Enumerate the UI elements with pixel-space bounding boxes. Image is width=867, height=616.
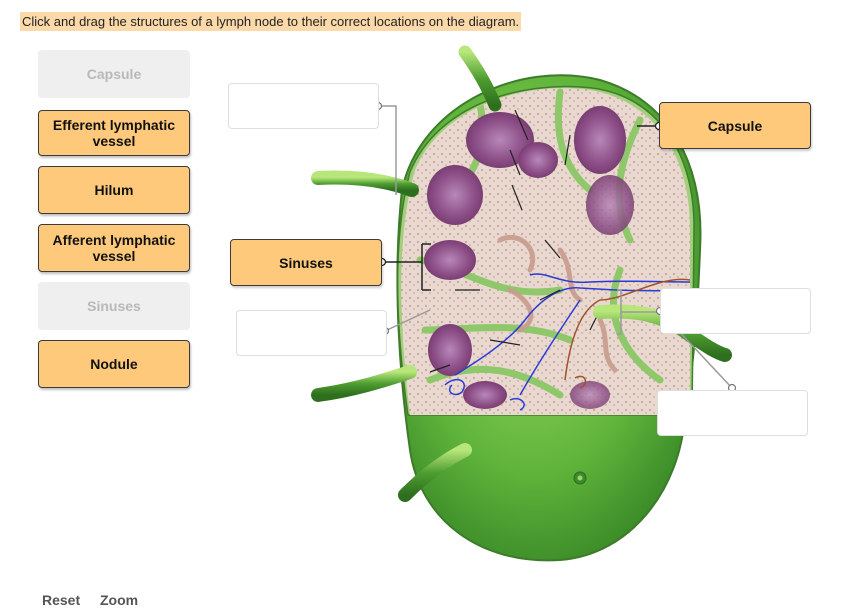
nodules (424, 106, 634, 409)
bank-chip-hilum[interactable]: Hilum (38, 166, 190, 214)
drop-target-middle-left[interactable] (236, 310, 387, 356)
bank-chip-capsule: Capsule (38, 50, 190, 98)
bank-chip-afferent-lymphatic-vessel[interactable]: Afferent lymphatic vessel (38, 224, 190, 272)
bank-chip-efferent-lymphatic-vessel[interactable]: Efferent lymphatic vessel (38, 110, 190, 156)
drop-target-right-bottom[interactable] (657, 390, 808, 436)
instruction-text: Click and drag the structures of a lymph… (20, 12, 522, 31)
reset-button[interactable]: Reset (42, 592, 81, 608)
zoom-button[interactable]: Zoom (100, 592, 139, 608)
drop-target-right-middle[interactable] (660, 288, 811, 334)
bank-chip-nodule[interactable]: Nodule (38, 340, 190, 388)
drop-target-top-left[interactable] (228, 83, 379, 129)
bank-chip-sinuses: Sinuses (38, 282, 190, 330)
placed-label-sinuses[interactable]: Sinuses (230, 239, 382, 286)
placed-label-capsule[interactable]: Capsule (659, 102, 811, 149)
